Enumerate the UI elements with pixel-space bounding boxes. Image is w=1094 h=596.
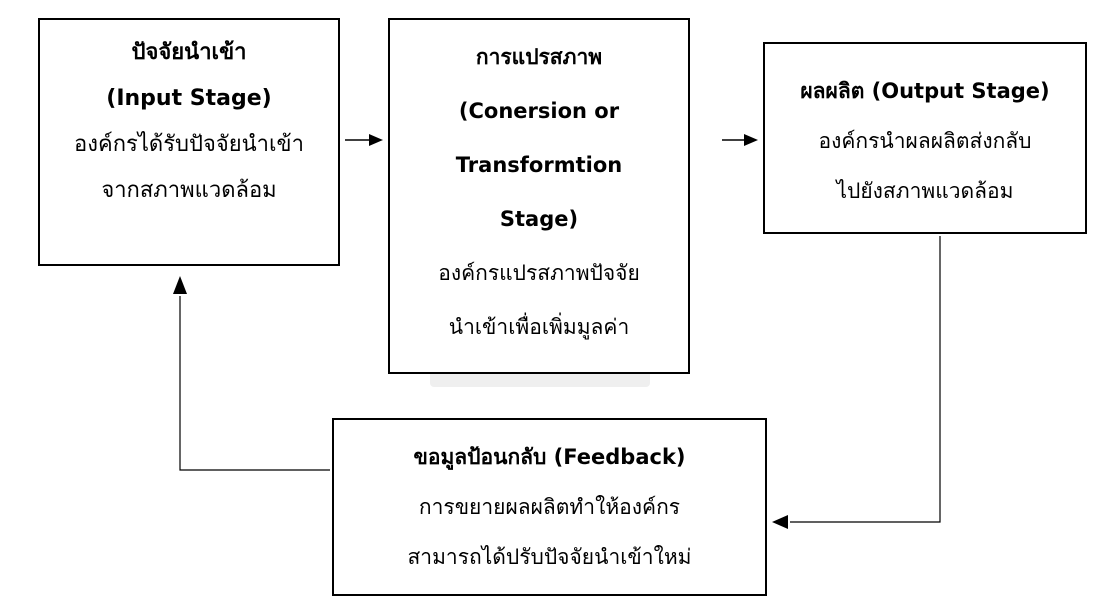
arrow-conversion-to-output: [722, 134, 758, 146]
conversion-stage-title: การแปรสภาพ: [475, 45, 603, 69]
input-stage-desc-2: จากสภาพแวดล้อม: [101, 178, 277, 203]
conversion-stage-subtitle-3: Stage): [499, 207, 579, 231]
conversion-stage-subtitle-2: Transformtion: [455, 153, 623, 177]
conversion-stage-desc-1: องค์กรแปรสภาพปัจจัย: [438, 261, 640, 285]
arrow-feedback-to-input: [173, 276, 330, 471]
output-stage-desc-1: องค์กรนำผลผลิตส่งกลับ: [818, 129, 1032, 153]
feedback-stage-desc-1: การขยายผลผลิตทำให้องค์กร: [418, 495, 681, 519]
feedback-stage-desc-2: สามารถได้ปรับปัจจัยนำเข้าใหม่: [407, 545, 692, 569]
arrow-output-to-feedback: [772, 236, 941, 529]
input-stage-subtitle: (Input Stage): [106, 86, 272, 111]
conversion-stage-subtitle-1: (Conersion or: [458, 99, 620, 123]
conversion-stage-box: การแปรสภาพ (Conersion or Transformtion S…: [388, 18, 690, 374]
output-stage-desc-2: ไปยังสภาพแวดล้อม: [836, 179, 1014, 203]
input-stage-title: ปัจจัยนำเข้า: [131, 40, 247, 65]
feedback-stage-title: ขอมูลป้อนกลับ (Feedback): [413, 445, 686, 469]
output-stage-box: ผลผลิต (Output Stage) องค์กรนำผลผลิตส่งก…: [763, 42, 1087, 234]
input-stage-desc-1: องค์กรได้รับปัจจัยนำเข้า: [74, 132, 304, 157]
feedback-stage-box: ขอมูลป้อนกลับ (Feedback) การขยายผลผลิตทำ…: [332, 418, 767, 596]
input-stage-box: ปัจจัยนำเข้า (Input Stage) องค์กรได้รับป…: [38, 18, 340, 266]
arrow-input-to-conversion: [345, 134, 383, 146]
conversion-stage-desc-2: นำเข้าเพื่อเพิ่มมูลค่า: [448, 315, 630, 339]
output-stage-title: ผลผลิต (Output Stage): [800, 79, 1050, 103]
